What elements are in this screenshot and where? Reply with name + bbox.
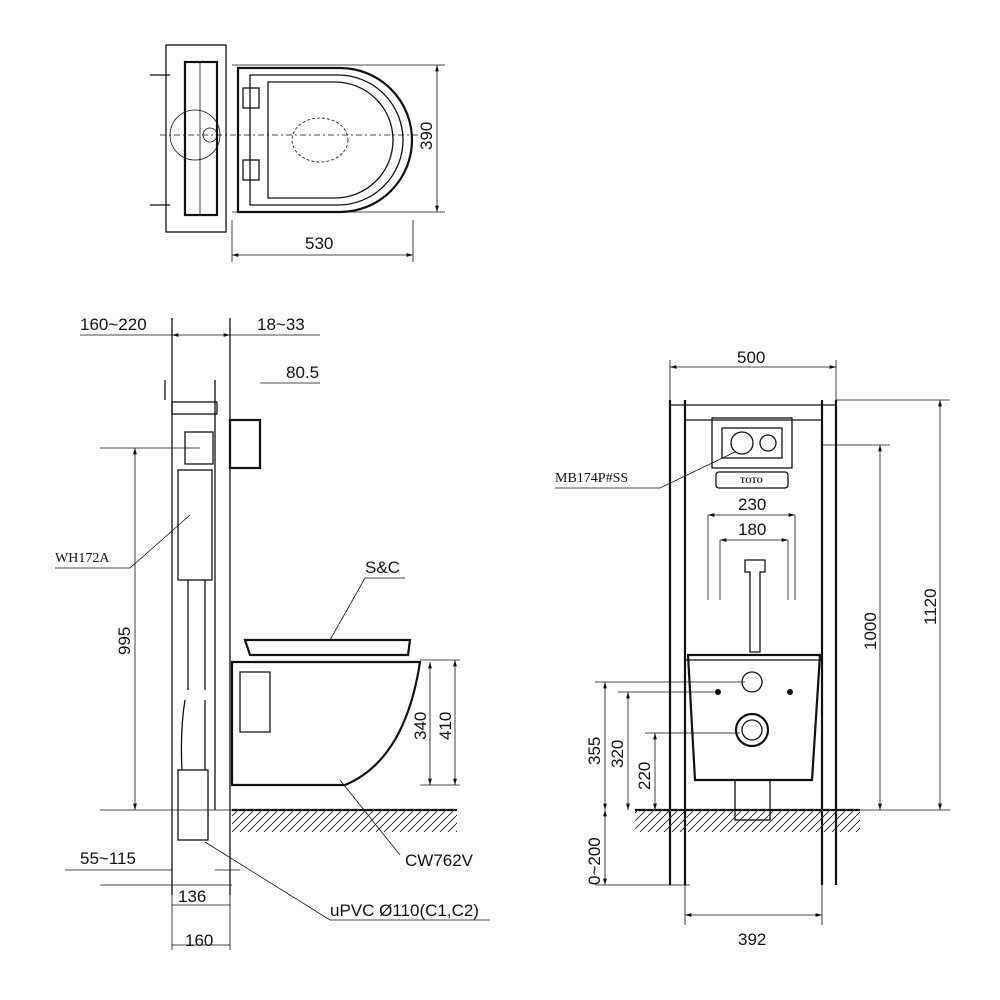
frame-depth-dim: 160~220: [80, 315, 147, 334]
cistern-label: WH172A: [55, 551, 110, 566]
side-view: 160~220 18~33 80.5 995 WH172A S&C CW762V…: [55, 315, 490, 950]
seat-label: S&C: [365, 558, 400, 577]
front-view: TOTO 500 1120 1000 230 180 355 320 220 0…: [555, 348, 950, 949]
top-view: 530 390: [150, 44, 445, 262]
dim-230: 230: [738, 495, 766, 514]
feet-dim: 392: [738, 930, 766, 949]
height-995-dim: 995: [115, 627, 134, 655]
top-depth-dim: 390: [417, 122, 436, 150]
bowl-340-dim: 340: [411, 712, 430, 740]
dim-136: 136: [178, 887, 206, 906]
dim-220: 220: [635, 762, 654, 790]
wall-dim: 18~33: [257, 315, 305, 334]
dim-320: 320: [608, 740, 627, 768]
front-width-dim: 500: [737, 348, 765, 367]
leg-dim: 0~200: [585, 837, 604, 885]
pipe-offset-dim: 55~115: [80, 849, 136, 868]
plate-dim: 80.5: [286, 363, 319, 382]
dim-355: 355: [585, 737, 604, 765]
height-1000-dim: 1000: [861, 612, 880, 650]
top-width-dim: 530: [305, 234, 333, 253]
height-1120-dim: 1120: [921, 588, 940, 625]
dim-180: 180: [738, 520, 766, 539]
button-label: MB174P#SS: [555, 471, 628, 486]
brand-logo: TOTO: [740, 476, 763, 485]
pipe-label: uPVC Ø110(C1,C2): [330, 901, 479, 920]
dim-160: 160: [185, 931, 213, 950]
bowl-410-dim: 410: [436, 712, 455, 740]
bowl-label: CW762V: [405, 851, 474, 870]
